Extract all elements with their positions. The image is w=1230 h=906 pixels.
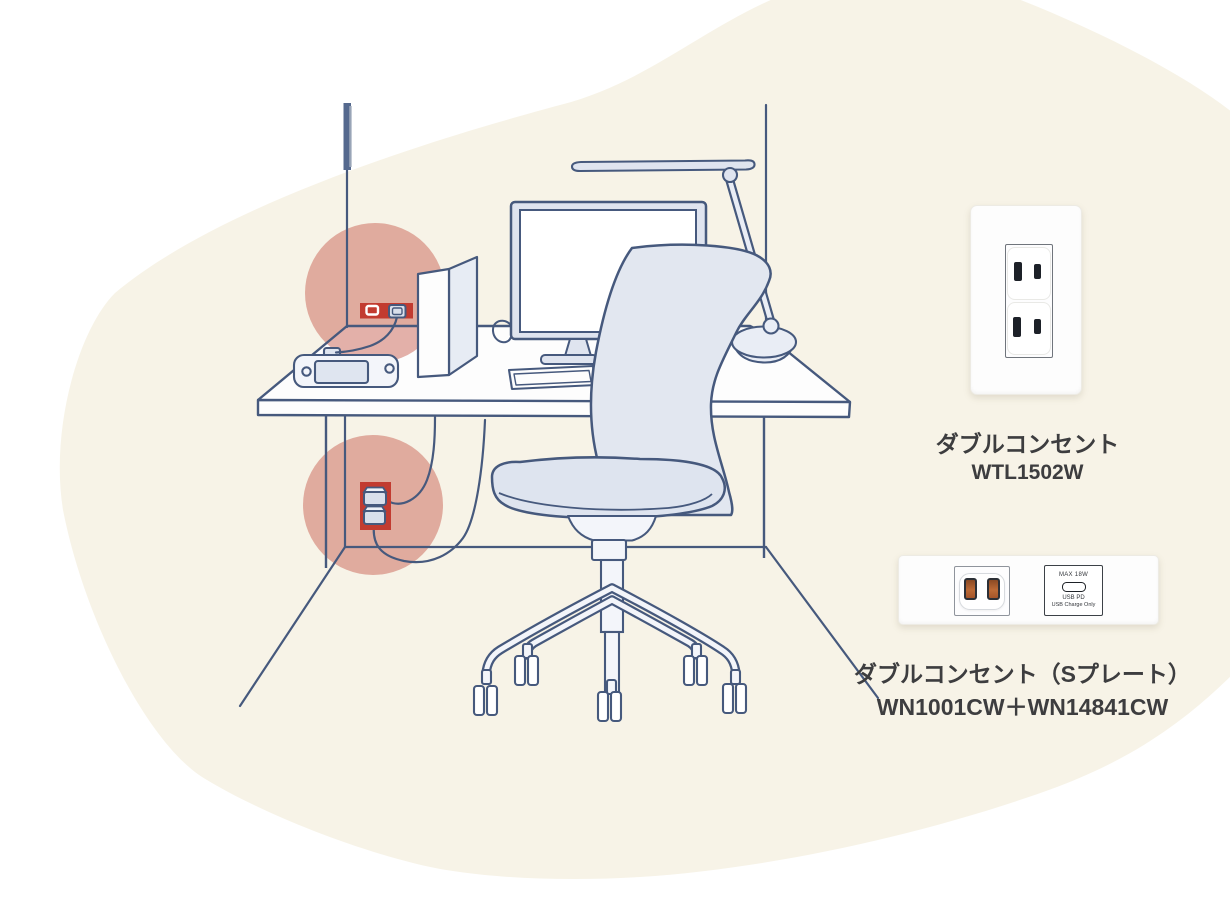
- outlet-slot: [1013, 317, 1021, 337]
- caster-right-mid: [682, 642, 709, 687]
- under-desk-cables: [372, 415, 487, 564]
- caster-center: [596, 678, 623, 723]
- cable-upper-plug: [384, 415, 437, 505]
- outlet-slot: [987, 578, 1000, 600]
- product-model: WTL1502W: [971, 461, 1084, 484]
- left-floor-line: [238, 545, 347, 708]
- chair-seat-cone: [566, 514, 658, 542]
- caster-far-right: [721, 668, 748, 715]
- highlight-circle-upper: [305, 223, 445, 363]
- outlet-upper-plug: [388, 304, 407, 319]
- product-model: WN1001CW＋WN14841CW: [876, 694, 1169, 720]
- right-floor-line: [764, 545, 880, 700]
- product-name: ダブルコンセント: [935, 431, 1120, 457]
- usb-c-port-icon: [1061, 582, 1086, 592]
- lamp-head-joint: [721, 166, 739, 184]
- caster-left-mid: [513, 642, 540, 687]
- wall-outlet-lower: [360, 482, 391, 530]
- chair-casters: [472, 642, 748, 723]
- chair-seat: [490, 456, 726, 520]
- monitor-cable-icon: [491, 319, 514, 344]
- monitor-stand-base: [540, 354, 598, 365]
- keyboard: [507, 364, 598, 391]
- usb-charge-only-label: USB Charge Only: [1051, 602, 1096, 608]
- outlet-slot: [1014, 262, 1022, 281]
- usb-module: MAX 18W USB PD USB Charge Only: [1044, 565, 1103, 616]
- usb-pd-label: USB PD: [1062, 595, 1085, 601]
- lamp-elbow-joint: [762, 317, 780, 335]
- office-chair: [472, 243, 772, 723]
- chair-back: [589, 243, 772, 517]
- outlet-lower-plug-lower: [363, 510, 386, 525]
- router-button-right: [384, 363, 395, 374]
- chair-seat-fold-line: [498, 492, 713, 511]
- socket-module-frame: [954, 566, 1010, 616]
- outlet-lower-plug-upper: [363, 491, 387, 506]
- desk-front-band: [256, 398, 852, 419]
- pc-tower: [416, 255, 479, 379]
- lamp-base: [730, 325, 798, 359]
- room-lines: [238, 103, 880, 708]
- router: [292, 346, 400, 389]
- usb-max-power-label: MAX 18W: [1058, 572, 1089, 578]
- outlet-slot: [1034, 264, 1041, 279]
- cable-to-router: [334, 315, 399, 354]
- outlet-upper-socket: [365, 304, 380, 316]
- caster-far-left: [472, 668, 499, 717]
- monitor-stand-neck: [563, 338, 593, 357]
- lamp-head: [570, 159, 756, 173]
- wall-outlet-upper: [334, 303, 413, 354]
- product-name: ダブルコンセント（Sプレート）: [854, 661, 1191, 687]
- product-image-wn1001cw: MAX 18W USB PD USB Charge Only: [898, 555, 1159, 625]
- product-caption-wn1001cw: ダブルコンセント（Sプレート） WN1001CW＋WN14841CW: [820, 659, 1225, 722]
- router-screen: [313, 359, 370, 385]
- product-image-wtl1502w: [970, 205, 1082, 395]
- cable-lower-plug: [372, 418, 487, 564]
- chair-hub: [590, 538, 628, 562]
- desk-top-outline: [257, 324, 851, 403]
- product-caption-wtl1502w: ダブルコンセント WTL1502W: [880, 429, 1175, 487]
- outlet-slot: [964, 578, 977, 600]
- outlet-upper-plug-inner: [391, 307, 403, 316]
- router-button-left: [301, 366, 312, 377]
- outlet-slot: [1034, 319, 1041, 334]
- ceiling-cable: [343, 103, 352, 170]
